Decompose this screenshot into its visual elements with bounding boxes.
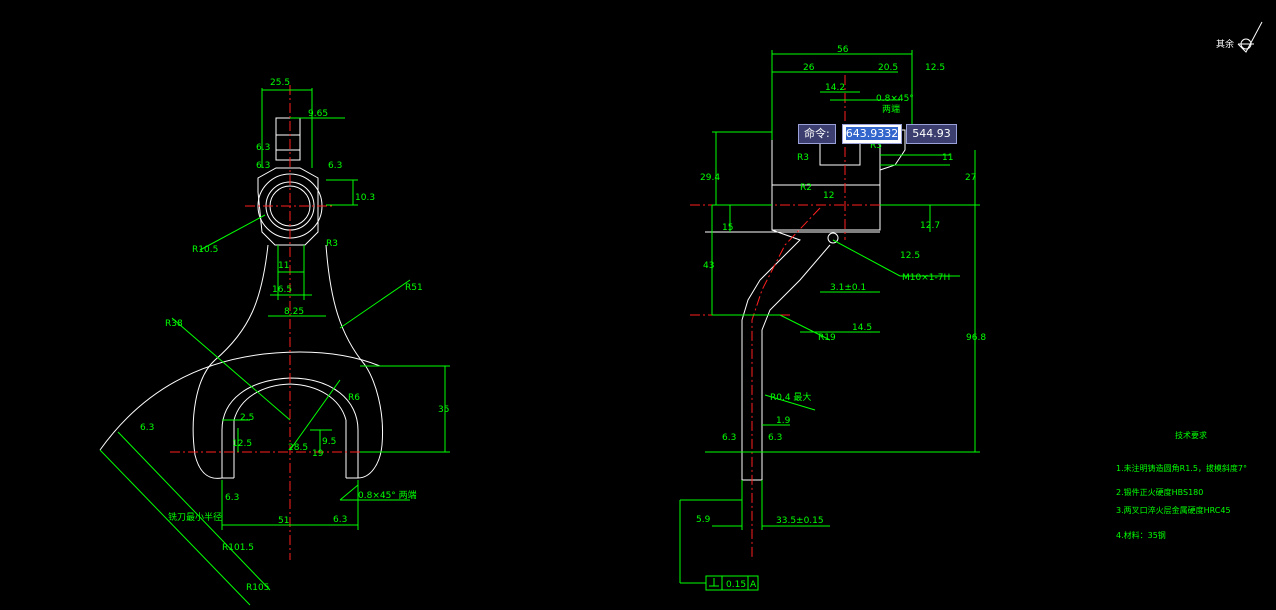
dynamic-input-box[interactable]: 命令: 643.9332 544.93 [798,124,957,144]
dim-6-3-d: 6.3 [225,493,239,503]
dim-r2: R2 [800,183,812,193]
dim-12-5: 12.5 [232,439,252,449]
x-coordinate-value: 643.9332 [845,127,899,140]
dim-56: 56 [837,45,849,55]
right-dim-lines [679,50,980,591]
dim-11: 11 [278,261,289,271]
dim-12-5-mid: 12.5 [900,251,920,261]
dim-19: 19 [312,449,324,459]
dim-r3: R3 [326,239,338,249]
dim-chamfer: 0.8×45° 两端 [358,489,417,501]
dim-10-3: 10.3 [355,193,375,203]
dim-43: 43 [703,261,714,271]
dim-1-9: 1.9 [776,416,791,426]
dim-27: 27 [965,173,976,183]
dim-r101-5: R101.5 [222,543,254,553]
dim-35: 35 [438,405,449,415]
dim-6-3-e: 6.3 [333,515,347,525]
dim-r3-b: R3 [797,153,809,163]
dim-16-5: 16.5 [272,285,292,295]
roughness-symbol-icon [1237,21,1263,53]
dim-2-5: 2.5 [240,413,254,423]
dim-26: 26 [803,63,815,73]
dim-r10-5: R10.5 [192,245,218,255]
left-dim-texts: 25.5 9.65 6.3 6.3 6.3 10.3 R10.5 R3 11 1… [140,78,449,593]
dim-14-5: 14.5 [852,323,872,333]
tech-note-3: 3.两叉口淬火层金属硬度HRC45 [1116,506,1231,515]
dim-r38: R38 [165,319,183,329]
dim-14-2: 14.2 [825,83,845,93]
dim-r0-4: R0.4 最大 [770,391,811,403]
left-view-geometry [192,117,384,479]
dim-15: 15 [722,223,733,233]
dim-20-5: 20.5 [878,63,898,73]
dim-25-5: 25.5 [270,78,290,88]
command-label: 命令: [798,124,836,144]
dim-8-25: 8.25 [284,307,304,317]
left-dim-lines [99,88,450,606]
dim-6-3-b: 6.3 [256,161,270,171]
left-centerlines [170,85,420,560]
tech-notes-title: 技术要求 [1175,431,1207,440]
dim-6-3-f: 6.3 [140,423,154,433]
dim-12-7: 12.7 [920,221,940,231]
right-dim-texts: 56 26 20.5 12.5 14.2 0.8×45° 两端 R3 R3 29… [696,45,986,590]
dim-r51: R51 [405,283,423,293]
dim-6-3-r1: 6.3 [722,433,736,443]
dim-28-5: 28.5 [288,443,308,453]
dim-6-3-a: 6.3 [256,143,270,153]
dim-chamfer-r: 0.8×45° [876,94,914,104]
left-mill-arc [99,351,381,451]
tech-note-4: 4.材料：35钢 [1116,531,1166,540]
tolerance-value: 0.15 [726,580,746,590]
roughness-other-label: 其余 [1216,38,1234,50]
dim-12: 12 [823,191,834,201]
dim-r105: R105 [246,583,269,593]
dim-11: 11 [942,153,953,163]
perpendicularity-icon [709,578,719,587]
dim-6-3-c: 6.3 [328,161,342,171]
x-coordinate-input[interactable]: 643.9332 [841,124,903,144]
dim-96-8: 96.8 [966,333,986,343]
dim-thread: M10×1-7H [902,273,950,283]
dim-12-5-top: 12.5 [925,63,945,73]
dim-both-ends: 两端 [882,103,900,115]
dim-33-5: 33.5±0.15 [776,516,824,526]
dim-r19: R19 [818,333,836,343]
dim-9-5: 9.5 [322,437,336,447]
y-coordinate-input[interactable]: 544.93 [906,124,957,144]
dim-3-1: 3.1±0.1 [830,283,866,293]
dim-29-4: 29.4 [700,173,720,183]
dim-r6: R6 [348,393,360,403]
tech-note-1: 1.未注明铸造圆角R1.5，拔模斜度7° [1116,464,1248,473]
dim-51: 51 [278,516,289,526]
dim-9-65: 9.65 [308,109,328,119]
tech-note-2: 2.锻件正火硬度HBS180 [1116,488,1204,497]
mill-radius-note: 铣刀最小半径 [168,511,222,523]
datum-a: A [750,580,757,590]
dim-6-3-r2: 6.3 [768,433,782,443]
dim-r3-a: R3 [870,141,882,151]
dim-5-9: 5.9 [696,515,711,525]
